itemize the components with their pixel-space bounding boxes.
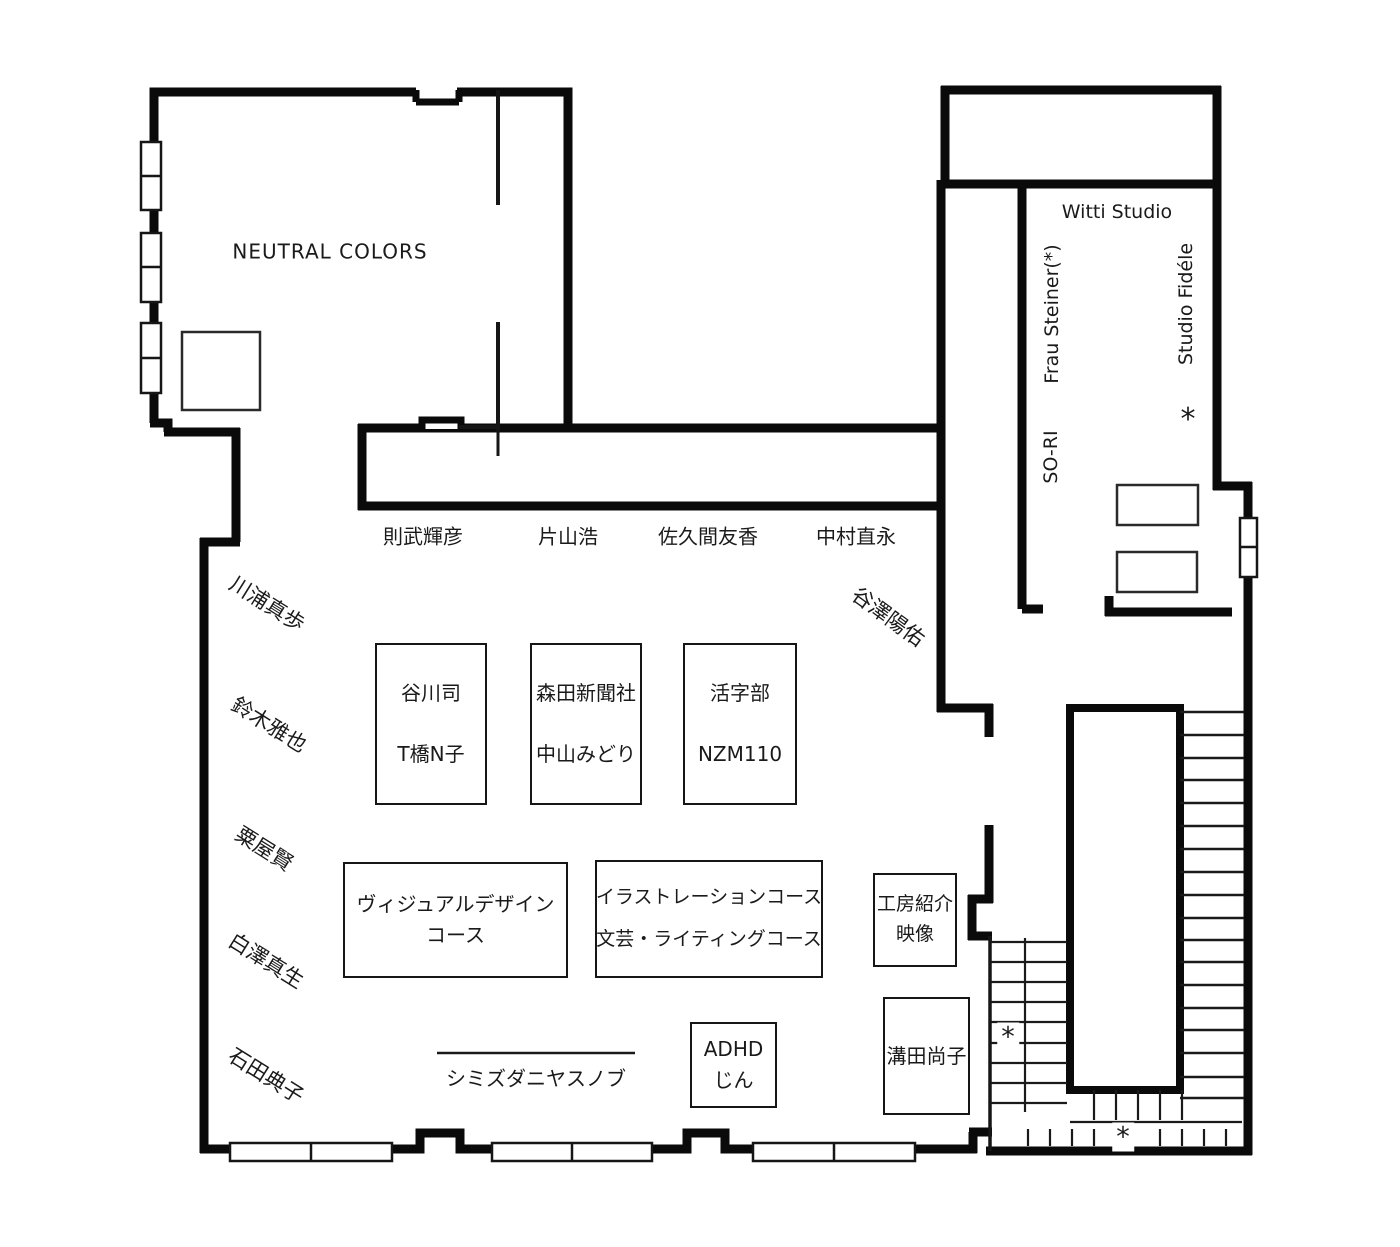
- booth-line: ヴィジュアルデザイン: [356, 892, 555, 916]
- booth-line: 工房紹介: [876, 893, 953, 916]
- booth-line: T橋N子: [397, 742, 465, 766]
- booth-morita: 森田新聞社 中山みどり: [530, 643, 642, 805]
- asterisk-marker-studio-fidele: *: [1180, 402, 1196, 437]
- floor-label-shimizudani: シミズダニヤスノブ: [446, 1066, 626, 1091]
- booth-line: 映像: [895, 923, 934, 945]
- booth-visual-design-course: ヴィジュアルデザイン コース: [343, 862, 568, 978]
- booth-katsuji: 活字部 NZM110: [683, 643, 797, 805]
- booth-line: 溝田尚子: [886, 1043, 967, 1068]
- booth-adhd-jin: ADHD じん: [690, 1022, 777, 1108]
- booth-line: ADHD: [703, 1037, 764, 1061]
- asterisk-marker-bottom-stairs: *: [1112, 1122, 1134, 1152]
- booth-line: 谷川司: [401, 681, 461, 705]
- wall-name-noritake: 則武輝彦: [383, 524, 463, 549]
- room-label-witti-studio: Witti Studio: [1061, 201, 1173, 224]
- asterisk-marker-left-stairs: *: [997, 1022, 1019, 1052]
- wall-name-nakamura: 中村直永: [816, 524, 896, 549]
- wall-name-sakuma: 佐久間友香: [658, 524, 758, 549]
- booth-line: じん: [713, 1068, 754, 1092]
- booth-line: NZM110: [697, 742, 783, 766]
- booth-line: イラストレーションコース: [595, 886, 823, 909]
- booth-line: 中山みどり: [536, 742, 636, 766]
- booth-illustration-writing-course: イラストレーションコース 文芸・ライティングコース: [595, 860, 823, 978]
- booth-tanikawa: 谷川司 T橋N子: [375, 643, 487, 805]
- booth-line: コース: [426, 923, 485, 947]
- booth-line: 文芸・ライティングコース: [596, 928, 822, 950]
- booth-label-studio-fidele: Studio Fidéle: [1175, 242, 1198, 366]
- booth-line: 活字部: [710, 681, 770, 705]
- booth-mizota: 溝田尚子: [883, 997, 970, 1115]
- wall-name-katayama: 片山浩: [538, 524, 598, 549]
- booth-kobo-video: 工房紹介 映像: [873, 873, 957, 967]
- booth-line: 森田新聞社: [536, 681, 636, 705]
- booth-label-frau-steiner: Frau Steiner(*): [1041, 244, 1064, 384]
- room-label-neutral-colors: NEUTRAL COLORS: [232, 239, 428, 264]
- booth-label-so-ri: SO-RI: [1040, 430, 1063, 484]
